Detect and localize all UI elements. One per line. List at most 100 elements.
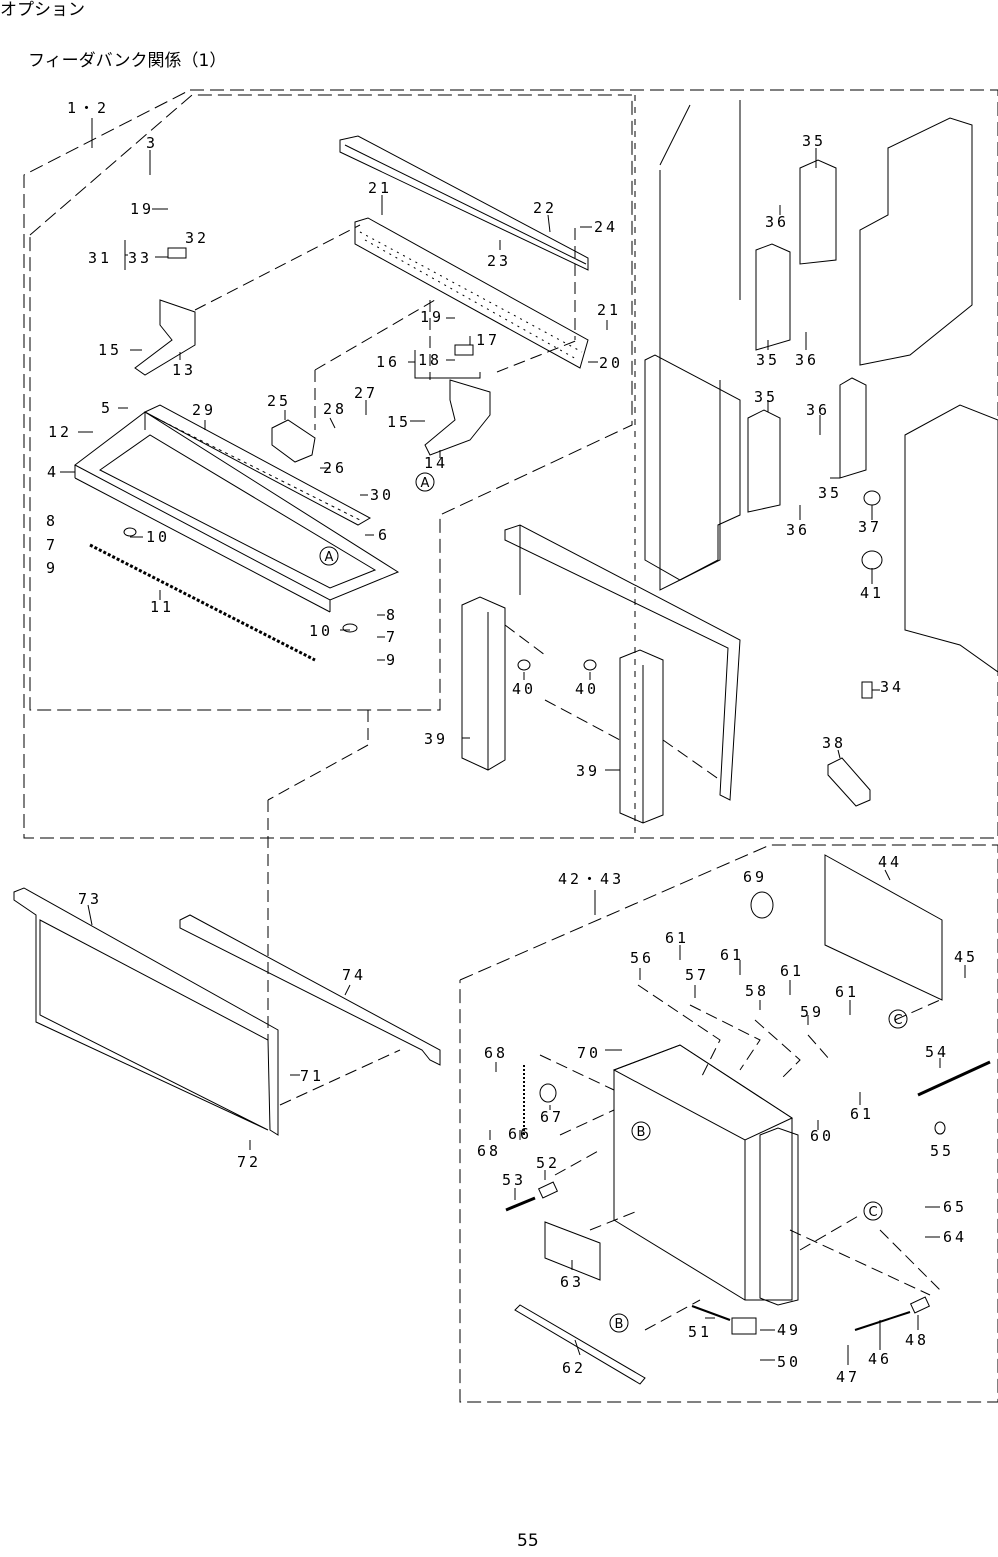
cap-41: [861, 550, 883, 570]
bracket-73: [13, 887, 279, 1136]
label-8b: 8: [386, 606, 398, 624]
plate-35-low: [747, 409, 781, 513]
label-52: 52: [536, 1154, 560, 1172]
connector-48: [909, 1296, 931, 1314]
label-19a: 19: [130, 200, 154, 218]
stand-39-a: [461, 596, 506, 771]
control-box-assembly: [505, 854, 991, 1385]
rod-51: [691, 1305, 731, 1321]
group-boundaries: [23, 89, 998, 1403]
bracket-74: [179, 914, 441, 1066]
label-51: 51: [688, 1323, 712, 1341]
label-5: 5: [101, 399, 113, 417]
page-subtitle: フィーダバンク関係（1）: [28, 51, 227, 71]
reference-markers: A A B B C C: [319, 472, 908, 1333]
label-38: 38: [822, 734, 846, 752]
label-10b: 10: [309, 622, 333, 640]
rail-23: [354, 217, 589, 369]
part-labels: 1・2 3 19 32 31 33 15 13 5 12 4 29 25 28 …: [46, 99, 975, 1386]
cover-25: [271, 419, 316, 463]
ref-circle-b1: [631, 1121, 651, 1141]
label-21a: 21: [368, 179, 392, 197]
label-36d: 36: [786, 521, 810, 539]
label-56: 56: [630, 949, 654, 967]
ref-circle-a2: [415, 472, 435, 492]
label-26: 26: [323, 459, 347, 477]
bolt-40-b: [583, 659, 597, 671]
label-68b: 68: [477, 1142, 501, 1160]
label-13: 13: [172, 361, 196, 379]
base-plate-4: [74, 411, 400, 601]
bolt-40-a: [517, 659, 531, 671]
label-4: 4: [47, 463, 59, 481]
bushing-67: [539, 1083, 557, 1103]
label-46: 46: [868, 1350, 892, 1368]
label-16: 16: [376, 353, 400, 371]
base-plate-inner: [99, 434, 377, 589]
label-plate-63: [544, 1221, 601, 1281]
label-54: 54: [925, 1043, 949, 1061]
side-frame-panels: [644, 100, 998, 699]
bushing-69: [750, 891, 774, 919]
label-49: 49: [777, 1321, 801, 1339]
boundary-group-3: [29, 94, 633, 711]
label-61b: 61: [720, 946, 744, 964]
label-3: 3: [146, 134, 158, 152]
ref-label-a2: A: [421, 476, 430, 491]
label-61a: 61: [665, 929, 689, 947]
label-39a: 39: [424, 730, 448, 748]
label-35d: 35: [818, 484, 842, 502]
label-22: 22: [533, 199, 557, 217]
label-68a: 68: [484, 1044, 508, 1062]
label-1-2: 1・2: [67, 99, 109, 117]
switch-49: [731, 1317, 757, 1335]
label-41: 41: [860, 584, 884, 602]
label-73: 73: [78, 890, 102, 908]
label-39b: 39: [576, 762, 600, 780]
label-32: 32: [185, 229, 209, 247]
label-48: 48: [905, 1331, 929, 1349]
strip-62: [514, 1304, 646, 1385]
label-34: 34: [880, 678, 904, 696]
label-58: 58: [745, 982, 769, 1000]
label-55: 55: [930, 1142, 954, 1160]
label-47: 47: [836, 1368, 860, 1386]
cable-46: [854, 1311, 911, 1331]
label-9a: 9: [46, 559, 58, 577]
label-11: 11: [150, 598, 174, 616]
feeder-rail-assembly: [74, 135, 589, 662]
block-18: [454, 344, 474, 356]
label-37: 37: [858, 518, 882, 536]
ref-circle-b2: [609, 1313, 629, 1333]
label-18: 18: [418, 351, 442, 369]
label-35b: 35: [756, 351, 780, 369]
foot-10-b: [342, 623, 358, 633]
label-64: 64: [943, 1228, 967, 1246]
screw-34: [861, 681, 873, 699]
boundary-group-42-43: [459, 844, 998, 1403]
label-21b: 21: [597, 301, 621, 319]
label-6: 6: [378, 526, 390, 544]
boundary-group-1-2: [23, 89, 998, 839]
label-74: 74: [342, 966, 366, 984]
label-23: 23: [487, 252, 511, 270]
bracket-14: [424, 379, 491, 456]
label-17: 17: [476, 331, 500, 349]
label-63: 63: [560, 1273, 584, 1291]
label-69: 69: [743, 868, 767, 886]
label-44: 44: [878, 853, 902, 871]
connector-52: [537, 1181, 559, 1199]
block-38: [827, 757, 871, 807]
control-box-70: [613, 1044, 793, 1301]
strip-29: [143, 404, 372, 526]
label-61c: 61: [780, 962, 804, 980]
label-62: 62: [562, 1359, 586, 1377]
label-9b: 9: [386, 651, 398, 669]
label-59: 59: [800, 1003, 824, 1021]
label-15a: 15: [98, 341, 122, 359]
label-28: 28: [323, 400, 347, 418]
label-70: 70: [577, 1044, 601, 1062]
ref-label-b2: B: [615, 1317, 624, 1332]
label-35a: 35: [802, 132, 826, 150]
label-12: 12: [48, 423, 72, 441]
